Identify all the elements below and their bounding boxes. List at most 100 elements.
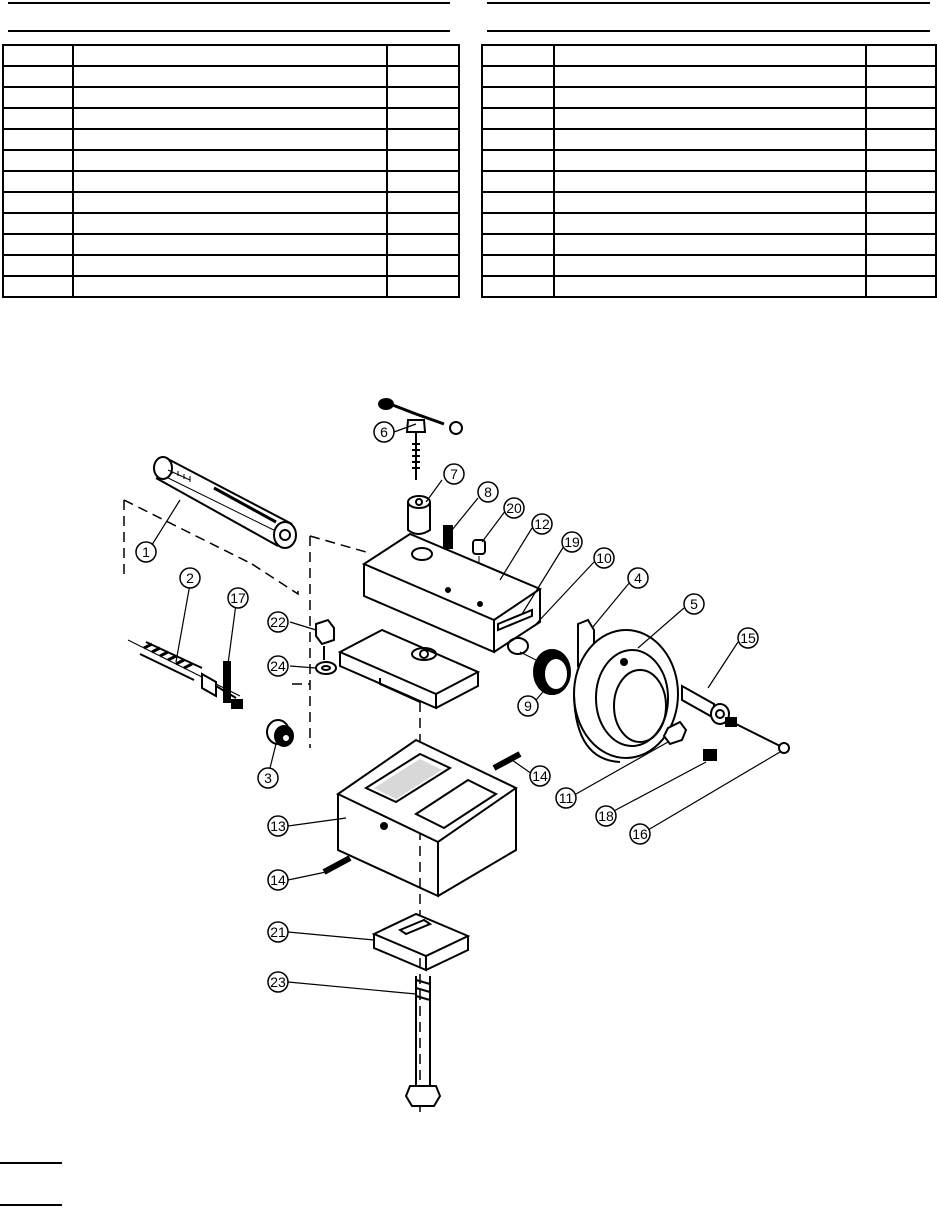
part-label-1: 1 xyxy=(142,544,150,560)
part-label-23: 23 xyxy=(270,974,286,990)
table-cell xyxy=(553,254,867,277)
table-cell xyxy=(553,170,867,193)
part-6-clamp-handle xyxy=(378,398,463,480)
table-cell xyxy=(481,149,555,172)
part-number-labels: 1234567891011121314141516171819202122232… xyxy=(142,424,756,990)
table-cell xyxy=(2,149,74,172)
table-cell xyxy=(865,170,937,193)
right-parts-table xyxy=(481,44,937,298)
table-cell xyxy=(386,65,460,88)
table-cell xyxy=(386,275,460,298)
table-cell xyxy=(553,275,867,298)
table-cell xyxy=(72,65,388,88)
table-cell xyxy=(386,212,460,235)
table-cell xyxy=(2,65,74,88)
table-cell xyxy=(72,107,388,130)
part-21-t-nut xyxy=(371,912,471,972)
leader-lines xyxy=(149,423,781,995)
table-cell xyxy=(72,149,388,172)
table-cell xyxy=(2,233,74,256)
part-label-13: 13 xyxy=(270,818,286,834)
part-label-11: 11 xyxy=(559,790,574,806)
table-cell xyxy=(72,86,388,109)
part-label-21: 21 xyxy=(270,924,286,940)
part-label-16: 16 xyxy=(632,826,648,842)
part-label-14: 14 xyxy=(532,768,548,784)
part-3-collar xyxy=(266,719,294,747)
table-cell xyxy=(481,86,555,109)
table-cell xyxy=(2,275,74,298)
table-cell xyxy=(72,233,388,256)
left-header-rule-top xyxy=(8,2,450,4)
table-cell xyxy=(481,44,555,67)
right-header-rule-top xyxy=(487,2,930,4)
table-cell xyxy=(2,44,74,67)
part-label-4: 4 xyxy=(634,570,642,586)
table-cell xyxy=(553,86,867,109)
part-9-dial xyxy=(519,649,571,695)
part-17-key xyxy=(223,661,231,703)
table-cell xyxy=(386,149,460,172)
table-cell xyxy=(865,254,937,277)
table-row xyxy=(2,107,460,130)
table-cell xyxy=(553,44,867,67)
table-row xyxy=(481,191,937,214)
table-cell xyxy=(865,212,937,235)
part-label-19: 19 xyxy=(564,534,580,550)
table-cell xyxy=(553,149,867,172)
table-cell xyxy=(2,107,74,130)
label-circles xyxy=(135,421,759,993)
table-row xyxy=(2,275,460,298)
table-row xyxy=(2,86,460,109)
part-14-grub-screws xyxy=(322,751,522,875)
part-label-15: 15 xyxy=(740,630,756,646)
part-label-14: 14 xyxy=(270,872,286,888)
table-row xyxy=(481,275,937,298)
table-cell xyxy=(72,212,388,235)
table-cell xyxy=(481,275,555,298)
table-row xyxy=(2,254,460,277)
part-5-handwheel xyxy=(573,629,679,763)
table-row xyxy=(2,128,460,151)
part-label-3: 3 xyxy=(264,770,272,786)
part-label-6: 6 xyxy=(380,424,388,440)
table-cell xyxy=(865,149,937,172)
table-cell xyxy=(553,65,867,88)
table-row xyxy=(2,65,460,88)
part-11-nut xyxy=(662,720,688,746)
table-cell xyxy=(553,212,867,235)
table-row xyxy=(481,212,937,235)
note-line-2 xyxy=(0,1204,62,1206)
part-label-8: 8 xyxy=(484,484,492,500)
table-cell xyxy=(481,107,555,130)
table-row xyxy=(2,212,460,235)
part-label-10: 10 xyxy=(596,550,612,566)
table-cell xyxy=(553,191,867,214)
table-cell xyxy=(865,233,937,256)
table-cell xyxy=(481,170,555,193)
table-cell xyxy=(386,191,460,214)
table-cell xyxy=(865,107,937,130)
table-row xyxy=(481,65,937,88)
table-cell xyxy=(2,191,74,214)
table-cell xyxy=(386,254,460,277)
table-row xyxy=(481,44,937,67)
table-cell xyxy=(2,170,74,193)
part-label-7: 7 xyxy=(450,466,458,482)
table-cell xyxy=(386,233,460,256)
table-cell xyxy=(553,233,867,256)
table-cell xyxy=(386,107,460,130)
part-23-bolt xyxy=(404,976,442,1107)
table-cell xyxy=(553,107,867,130)
part-label-18: 18 xyxy=(598,808,614,824)
table-cell xyxy=(386,86,460,109)
table-cell xyxy=(72,128,388,151)
table-row xyxy=(481,233,937,256)
table-cell xyxy=(865,65,937,88)
table-cell xyxy=(2,254,74,277)
table-cell xyxy=(72,191,388,214)
table-cell xyxy=(72,170,388,193)
table-row xyxy=(481,128,937,151)
table-row xyxy=(2,170,460,193)
